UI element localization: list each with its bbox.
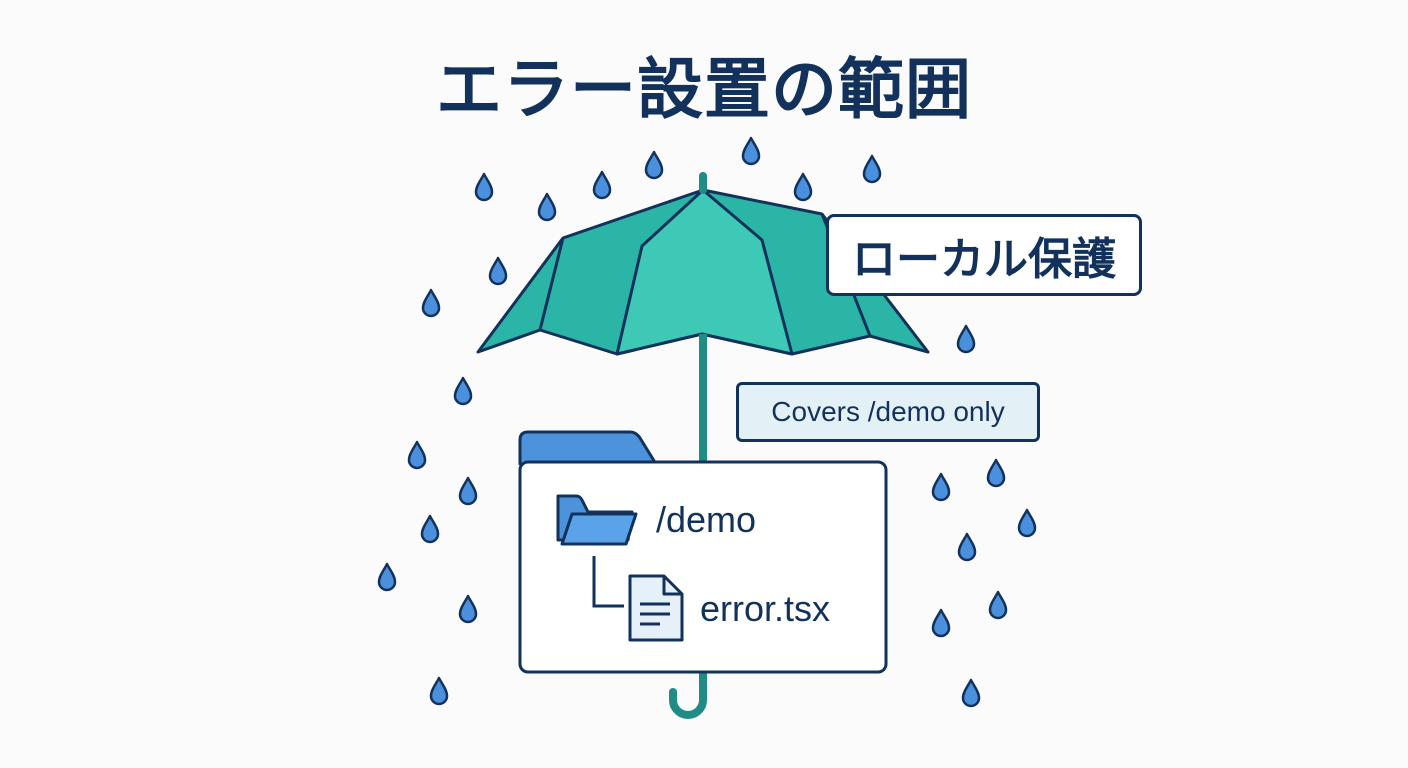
raindrop-icon bbox=[956, 324, 976, 354]
raindrop-icon bbox=[377, 562, 397, 592]
file-icon bbox=[628, 574, 684, 642]
raindrop-icon bbox=[407, 440, 427, 470]
raindrop-icon bbox=[793, 172, 813, 202]
raindrop-icon bbox=[429, 676, 449, 706]
page-title: エラー設置の範囲 bbox=[436, 51, 972, 128]
tree-connector bbox=[592, 556, 624, 608]
umbrella-rib-left bbox=[538, 237, 565, 331]
folder-card bbox=[518, 430, 888, 674]
umbrella-handle bbox=[669, 668, 707, 719]
raindrop-icon bbox=[862, 154, 882, 184]
raindrop-icon bbox=[1017, 508, 1037, 538]
raindrop-icon bbox=[537, 192, 557, 222]
raindrop-icon bbox=[644, 150, 664, 180]
scope-badge: ローカル保護 bbox=[826, 214, 1142, 296]
raindrop-icon bbox=[488, 256, 508, 286]
raindrop-icon bbox=[474, 172, 494, 202]
file-label: error.tsx bbox=[700, 588, 831, 629]
raindrop-icon bbox=[421, 288, 441, 318]
raindrop-icon bbox=[458, 476, 478, 506]
raindrop-icon bbox=[961, 678, 981, 708]
raindrop-icon bbox=[453, 376, 473, 406]
directory-label: /demo bbox=[656, 499, 757, 540]
coverage-badge: Covers /demo only bbox=[736, 382, 1040, 442]
raindrop-icon bbox=[957, 532, 977, 562]
folder-body bbox=[518, 460, 888, 674]
rain-group bbox=[377, 136, 1037, 708]
raindrop-icon bbox=[988, 590, 1008, 620]
raindrop-icon bbox=[931, 608, 951, 638]
umbrella-icon bbox=[476, 172, 930, 719]
raindrop-icon bbox=[420, 514, 440, 544]
raindrop-icon bbox=[592, 170, 612, 200]
raindrop-icon bbox=[458, 594, 478, 624]
raindrop-icon bbox=[741, 136, 761, 166]
folder-icon bbox=[556, 494, 638, 546]
folder-tab bbox=[518, 430, 658, 466]
raindrop-icon bbox=[986, 458, 1006, 488]
raindrop-icon bbox=[931, 472, 951, 502]
